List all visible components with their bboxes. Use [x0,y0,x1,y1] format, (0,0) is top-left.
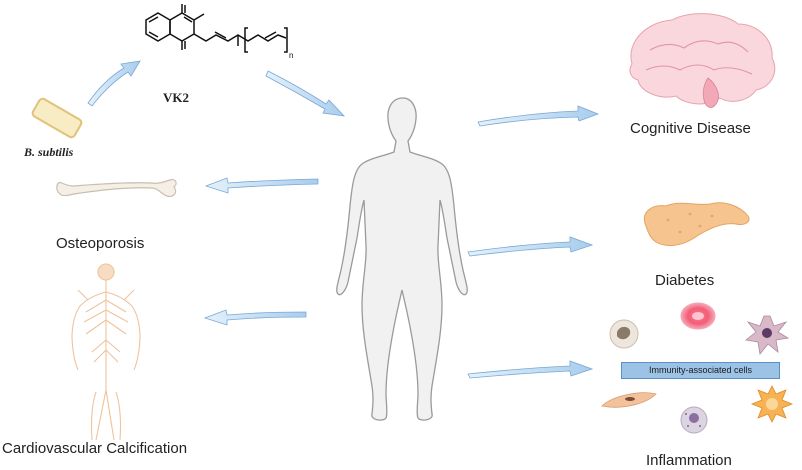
arrow-body-to-diabetes [467,236,594,257]
immunity-cells-label: Immunity-associated cells [621,362,780,379]
arrow-body-to-cognitive [477,105,600,127]
human-body-icon [336,97,468,421]
nervous-system-icon [71,263,141,441]
inflammation-label: Inflammation [646,452,732,469]
arrow-body-to-cardiovascular [203,309,307,326]
vk2-molecule-icon [145,4,288,53]
vk2-label: VK2 [163,90,189,105]
arrow-vk2-to-body [265,70,346,117]
cell-macrophage [750,385,794,423]
arrow-body-to-inflammation [467,360,594,379]
diabetes-label: Diabetes [655,272,715,289]
cognitive-disease-label: Cognitive Disease [630,120,751,137]
b-subtilis-label: B. subtilis [24,145,74,159]
brain-icon [629,13,776,108]
arrow-body-to-osteoporosis [204,177,319,194]
pancreas-icon [644,202,750,246]
bone-icon [56,179,177,197]
bacterium-icon [31,97,83,139]
immune-cells-icon [601,302,794,434]
arrow-bsubtilis-to-vk2 [87,60,141,107]
cell-dendritic [745,315,790,355]
arrows-group [87,60,600,379]
cardiovascular-calcification-label: Cardiovascular Calcification [2,440,188,457]
vk2-n-subscript: n [289,51,293,60]
osteoporosis-label: Osteoporosis [56,235,145,252]
